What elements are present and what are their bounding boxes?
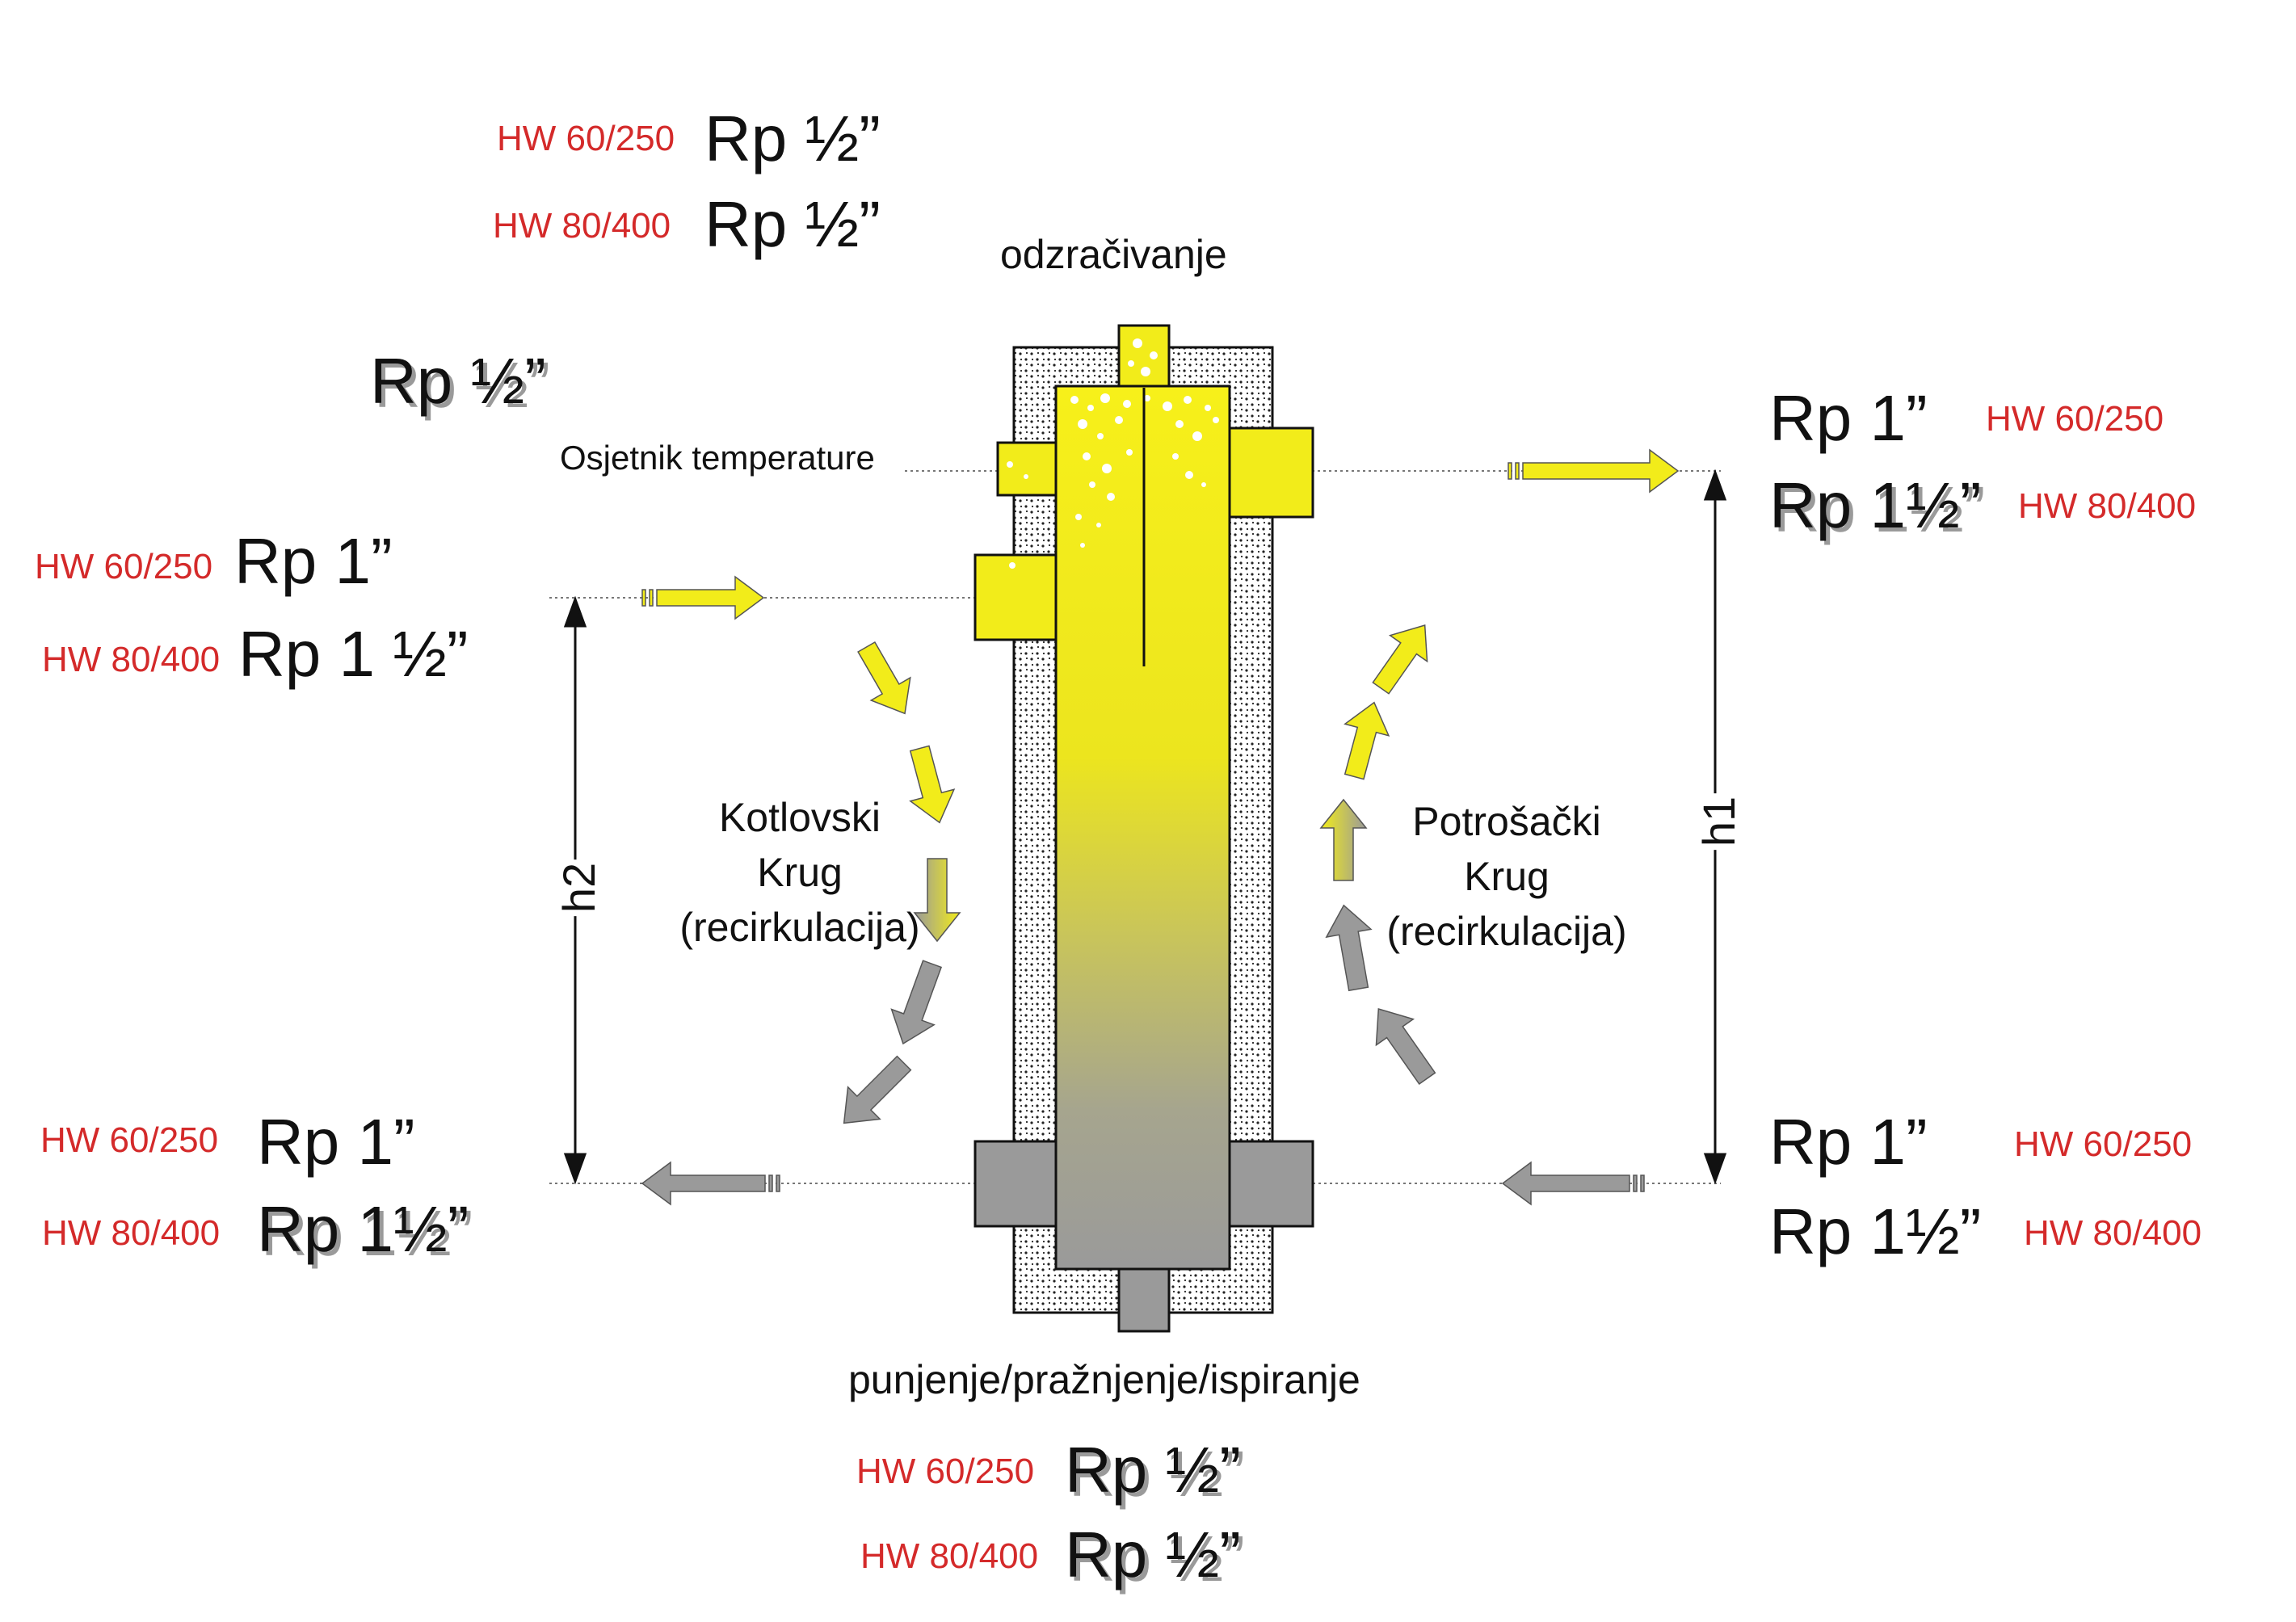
left-bottom-hw80-model: HW 80/400	[42, 1213, 221, 1253]
right-top-hw80-model: HW 80/400	[2018, 486, 2197, 526]
vent-fitting	[1117, 324, 1171, 390]
drain-hw60-size: Rp ½”	[1065, 1434, 1241, 1506]
right-bottom-hw60-size: Rp 1”	[1769, 1106, 1928, 1178]
sensor-size: Rp ½”	[370, 345, 546, 417]
vent-hw60-model: HW 60/250	[497, 119, 675, 158]
right-bottom-nozzle	[1226, 1140, 1314, 1228]
right-bottom-hw80-size: Rp 1½”	[1769, 1195, 1982, 1267]
right-inlet-arrow	[1501, 1161, 1645, 1206]
consumer-circuit-label: Potrošački Krug (recirkulacija)	[1321, 794, 1693, 959]
right-bottom-hw80-model: HW 80/400	[2024, 1213, 2202, 1253]
vent-hw80-model: HW 80/400	[493, 206, 671, 246]
consumer-circuit-arrows	[1319, 624, 1436, 1085]
air-bubbles	[1007, 338, 1219, 569]
right-top-hw60-model: HW 60/250	[1986, 399, 2164, 439]
vent-hw80-size: Rp ½”	[704, 188, 881, 260]
consumer-circuit-line1: Potrošački	[1412, 799, 1601, 844]
left-bottom-hw60-model: HW 60/250	[40, 1120, 219, 1160]
boiler-circuit-line3: (recirkulacija)	[679, 905, 920, 950]
left-inlet-arrow	[641, 575, 765, 620]
drain-hw80-model: HW 80/400	[860, 1536, 1039, 1576]
right-outlet-arrow	[1508, 448, 1680, 494]
dimension-h2-label: h2	[552, 859, 608, 917]
left-bottom-hw60-size: Rp 1”	[257, 1106, 415, 1178]
sensor-fitting-left	[996, 441, 1060, 497]
drain-fitting	[1117, 1267, 1171, 1333]
boiler-circuit-line2: Krug	[757, 850, 843, 895]
flow-arrows	[641, 448, 1680, 1206]
right-bottom-hw60-model: HW 60/250	[2014, 1124, 2193, 1164]
drain-label: punjenje/pražnjenje/ispiranje	[848, 1357, 1360, 1402]
dimension-h1-label: h1	[1692, 792, 1747, 851]
right-top-hw80-size: Rp 1½”	[1769, 469, 1982, 541]
boiler-circuit-label: Kotlovski Krug (recirkulacija)	[614, 790, 986, 955]
left-bottom-hw80-size: Rp 1½”	[257, 1193, 469, 1265]
reference-lines	[549, 470, 1721, 1184]
boiler-circuit-line1: Kotlovski	[718, 795, 881, 840]
left-top-hw60-size: Rp 1”	[234, 525, 393, 597]
boiler-circuit-arrows	[843, 641, 961, 1124]
left-top-hw60-model: HW 60/250	[35, 547, 213, 586]
right-top-nozzle	[1226, 427, 1314, 519]
sensor-label: Osjetnik temperature	[560, 439, 875, 477]
drain-hw60-model: HW 60/250	[856, 1452, 1035, 1491]
vent-label: odzračivanje	[1000, 232, 1227, 277]
left-top-hw80-size: Rp 1 ½”	[238, 618, 469, 690]
right-top-hw60-size: Rp 1”	[1769, 382, 1928, 454]
consumer-circuit-line3: (recirkulacija)	[1386, 909, 1627, 954]
left-bottom-nozzle	[973, 1140, 1062, 1228]
vent-hw60-size: Rp ½”	[704, 103, 881, 174]
left-top-hw80-model: HW 80/400	[42, 640, 221, 679]
left-top-nozzle	[973, 553, 1062, 641]
consumer-circuit-line2: Krug	[1464, 854, 1550, 899]
drain-hw80-size: Rp ½”	[1065, 1519, 1241, 1590]
left-outlet-arrow	[641, 1161, 780, 1206]
